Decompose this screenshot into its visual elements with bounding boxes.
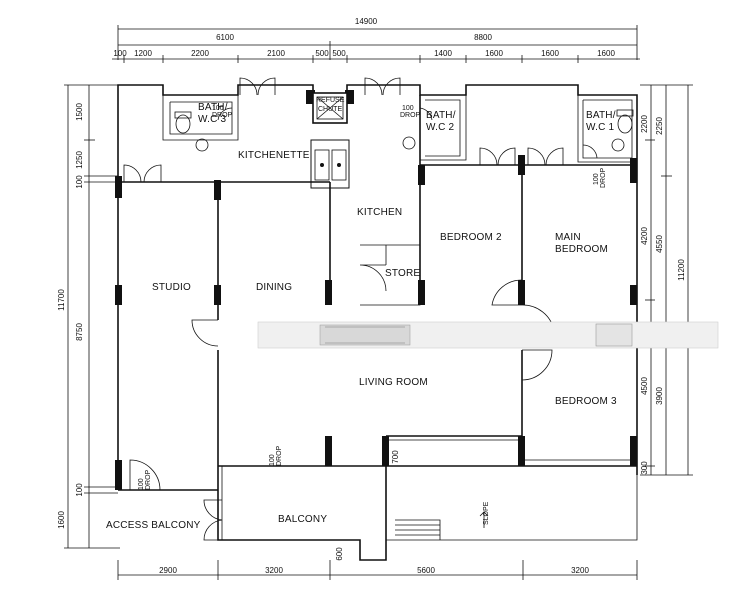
dim-left-seg: 1500 <box>75 103 84 121</box>
dim-top-seg: 1600 <box>485 49 503 58</box>
dim-top-seg: 1600 <box>597 49 615 58</box>
drop-value: 100 <box>593 173 600 185</box>
living-room-counter <box>257 321 719 349</box>
dim-bottom-seg: 3200 <box>571 566 589 575</box>
dim-left-seg: 8750 <box>75 323 84 341</box>
walls <box>117 84 638 561</box>
bedroom3-label: BEDROOM 3 <box>555 396 617 407</box>
dim-right-middle: 4550 <box>655 235 664 253</box>
structural-columns <box>115 90 637 490</box>
drop-label: DROP <box>212 112 233 119</box>
bedroom2-label: BEDROOM 2 <box>440 232 502 243</box>
dim-top-left: 6100 <box>216 33 234 42</box>
kitchen-label: KITCHEN <box>357 207 402 218</box>
dim-top-right: 8800 <box>474 33 492 42</box>
dim-misc: 600 <box>335 547 344 561</box>
dim-bottom-seg: 5600 <box>417 566 435 575</box>
drop-value: 100 <box>138 478 145 490</box>
dim-right-inner: 300 <box>640 461 649 475</box>
dim-top-seg: 1400 <box>434 49 452 58</box>
main-bedroom-label-2: BEDROOM <box>555 244 608 255</box>
dim-top-seg: 2100 <box>267 49 285 58</box>
dim-top-seg: 500 <box>315 49 329 58</box>
refuse-label: REFUSE <box>316 97 345 104</box>
dim-right-inner: 4200 <box>640 227 649 245</box>
dim-left-seg: 1600 <box>57 511 66 529</box>
dim-right-middle: 2250 <box>655 117 664 135</box>
dim-left-overall: 11700 <box>57 289 66 311</box>
dim-top-overall: 14900 <box>355 17 378 26</box>
drop-label: DROP <box>276 445 283 466</box>
bath3-label: BATH/ <box>198 102 228 113</box>
kitchen-sinks <box>310 139 350 189</box>
access-balcony-label: ACCESS BALCONY <box>106 520 201 531</box>
dim-bottom-seg: 3200 <box>265 566 283 575</box>
kitchenette-label: KITCHENETTE <box>238 150 310 161</box>
living-room-label: LIVING ROOM <box>359 377 428 388</box>
drop-label: DROP <box>600 167 607 188</box>
dim-right-outer: 11200 <box>677 259 686 281</box>
room-labels: BATH/ W.C 3 REFUSE CHUTE BATH/ W.C 2 BAT… <box>106 97 617 531</box>
drop-notes: 100 DROP 100 DROP 100 DROP 100 DROP 100 … <box>138 105 607 490</box>
dim-left-seg: 100 <box>75 175 84 189</box>
bath1-label: BATH/ <box>586 110 616 121</box>
drop-label: DROP <box>400 112 421 119</box>
bath2-wc-label: W.C 2 <box>426 122 454 133</box>
dimension-lines <box>64 25 693 580</box>
bath1-wc-label: W.C 1 <box>586 122 614 133</box>
chute-label: CHUTE <box>318 106 342 113</box>
dim-top-seg: 2200 <box>191 49 209 58</box>
dim-bottom-seg: 2900 <box>159 566 177 575</box>
bath3-wc-label: W.C 3 <box>198 114 226 125</box>
dim-right-inner: 4500 <box>640 377 649 395</box>
sanitary-fixtures <box>174 109 634 152</box>
dim-top-seg: 1600 <box>541 49 559 58</box>
main-bedroom-label-1: MAIN <box>555 232 581 243</box>
dim-top-seg: 1200 <box>134 49 152 58</box>
drop-label: DROP <box>145 469 152 490</box>
refuse-chute <box>312 92 348 124</box>
dim-right-inner: 2200 <box>640 115 649 133</box>
slope-arrow-icon <box>479 511 489 528</box>
door-swings <box>123 77 598 541</box>
drop-value: 100 <box>402 105 414 112</box>
dim-left-seg: 1250 <box>75 151 84 169</box>
dining-label: DINING <box>256 282 292 293</box>
dim-top-seg: 500 <box>332 49 346 58</box>
dim-right-middle: 3900 <box>655 387 664 405</box>
store-label: STORE <box>385 268 420 279</box>
dim-top-seg: 100 <box>113 49 127 58</box>
balcony-label: BALCONY <box>278 514 327 525</box>
drop-value: 100 <box>269 454 276 466</box>
dim-misc: 700 <box>391 450 400 464</box>
studio-label: STUDIO <box>152 282 191 293</box>
bath2-label: BATH/ <box>426 110 456 121</box>
dim-left-seg: 100 <box>75 483 84 497</box>
slope-label: SLOPE <box>483 501 490 525</box>
drop-value: 100 <box>212 105 224 112</box>
dimension-text: 14900 6100 8800 100 1200 2200 2100 500 5… <box>57 17 686 575</box>
